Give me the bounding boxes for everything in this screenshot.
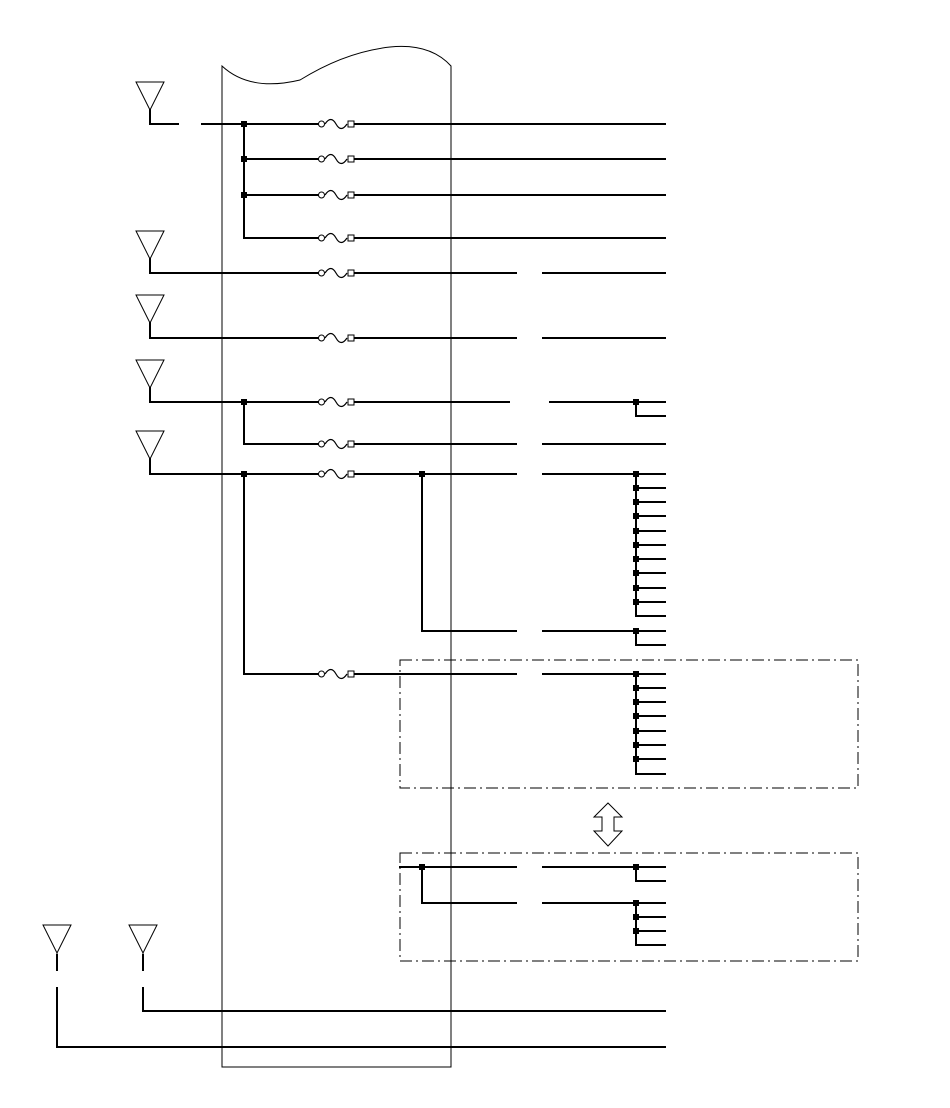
junction-dot [633, 585, 639, 591]
ground-triangle-icon [135, 230, 165, 261]
wire-segment [149, 109, 179, 125]
ground-triangle-icon [135, 430, 165, 461]
wire-segment [149, 322, 319, 339]
junction-dot [633, 485, 639, 491]
ground-triangle-icon [128, 924, 158, 955]
junction-dot [633, 928, 639, 934]
junction-dot [241, 471, 247, 477]
junction-dot [241, 192, 247, 198]
junction-dot [633, 628, 639, 634]
junction-dot [633, 756, 639, 762]
junction-dot [633, 671, 639, 677]
ground-triangle-icon [135, 359, 165, 390]
wire-segment [142, 987, 666, 1012]
junction-dot [633, 900, 639, 906]
junction-dot [241, 399, 247, 405]
junction-dot [241, 121, 247, 127]
junction-dot [633, 542, 639, 548]
double-arrow-icon [592, 802, 624, 847]
junction-dot [633, 399, 639, 405]
junction-dot [419, 864, 425, 870]
wire-segment [635, 473, 666, 617]
option-group-box-a [399, 659, 859, 789]
junction-dot [633, 528, 639, 534]
junction-dot [419, 471, 425, 477]
ground-triangle-icon [135, 294, 165, 325]
junction-dot [633, 685, 639, 691]
junction-dot [633, 471, 639, 477]
wire-segment [243, 473, 319, 675]
junction-dots [241, 121, 639, 934]
junction-dot [633, 864, 639, 870]
wires [56, 109, 666, 1048]
wire-segment [635, 902, 666, 946]
junction-dot [633, 599, 639, 605]
ground-triangle-icon [135, 81, 165, 112]
junction-dot [633, 513, 639, 519]
option-group-box-b [399, 852, 859, 962]
fuse-icon [318, 438, 355, 450]
ground-triangle-icon [42, 924, 72, 955]
fuse-icon [318, 668, 355, 680]
ground-symbols [42, 81, 165, 971]
junction-dot [633, 499, 639, 505]
junction-dot [241, 156, 247, 162]
junction-dot [633, 713, 639, 719]
junction-dot [633, 699, 639, 705]
wire-segment [635, 673, 666, 775]
fuse-icon [318, 396, 355, 408]
fuse-icon [318, 468, 355, 480]
junction-dot [633, 742, 639, 748]
fuse-icon [318, 118, 355, 130]
fuse-icon [318, 232, 355, 244]
fuse-box-outline [221, 45, 452, 1068]
wire-segment [635, 866, 666, 882]
wire-segment [243, 401, 319, 445]
wire-segment [635, 401, 666, 417]
fuse-icon [318, 267, 355, 279]
fuse-icon [318, 332, 355, 344]
junction-dot [633, 570, 639, 576]
wire-segment [56, 987, 666, 1048]
fuse-icon [318, 189, 355, 201]
wire-segment [149, 458, 319, 475]
fuse-icon [318, 153, 355, 165]
wire-segment [635, 630, 666, 646]
junction-dot [633, 914, 639, 920]
fuses [318, 118, 355, 680]
junction-dot [633, 728, 639, 734]
wire-segment [421, 473, 517, 632]
wire-segment [421, 866, 517, 904]
junction-dot [633, 556, 639, 562]
wire-segment [149, 258, 319, 274]
wire-segment [149, 387, 319, 403]
